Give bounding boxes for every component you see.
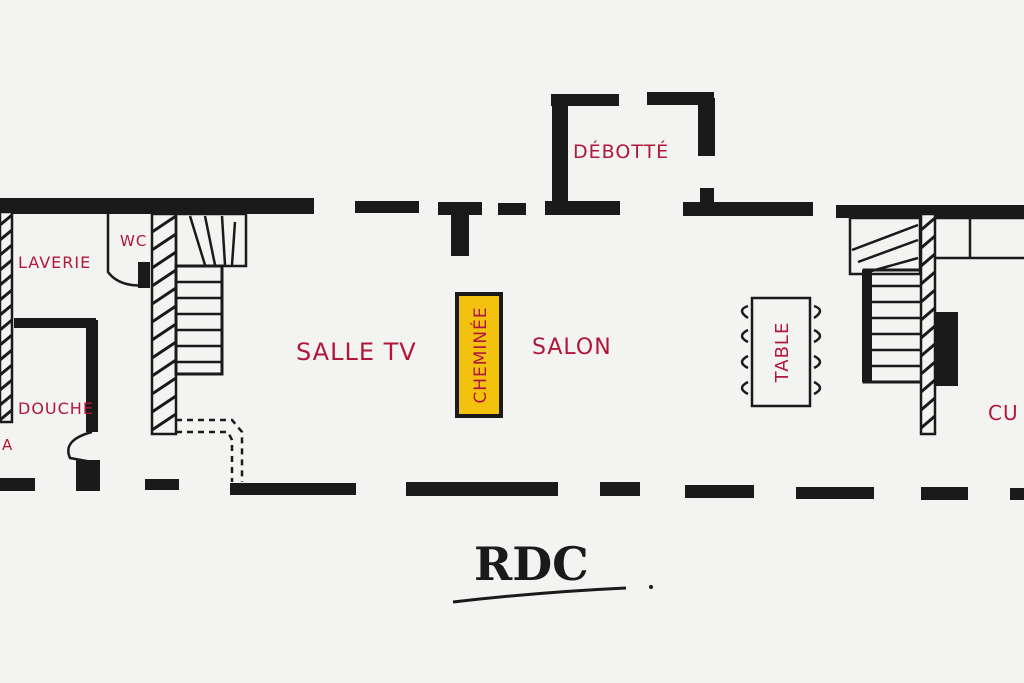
wc-wall: [138, 262, 150, 288]
right-staircase: [848, 212, 1024, 436]
dining-table: TABLE: [740, 296, 822, 408]
left-rooms-structure: [0, 210, 178, 464]
kitchen-block: [936, 312, 958, 386]
left-staircase: [174, 212, 248, 482]
room-label-douche: DOUCHE: [18, 399, 94, 418]
title-underline: [452, 586, 627, 604]
hatched-wall: [0, 210, 14, 424]
bottom-wall-segment: [685, 485, 754, 498]
bottom-walls: [0, 460, 1024, 500]
room-label-salle-tv: SALLE TV: [296, 338, 417, 366]
debotte-alcove: [551, 92, 715, 208]
bottom-wall-segment: [406, 482, 558, 496]
room-label-partial-left: A: [2, 436, 13, 454]
bottom-wall-segment: [921, 487, 968, 500]
bottom-wall-segment: [600, 482, 640, 496]
top-wall-segment: [683, 202, 813, 216]
alcove-top-wall: [647, 92, 714, 105]
top-wall-segment: [355, 201, 419, 213]
plan-title: RDC: [474, 537, 589, 591]
room-label-wc: WC: [120, 232, 147, 250]
table-label: TABLE: [772, 322, 793, 384]
room-label-partial-right: CU: [988, 401, 1019, 425]
room-label-salon: SALON: [532, 335, 612, 360]
douche-right-wall: [86, 320, 98, 432]
bottom-wall-segment: [0, 478, 35, 491]
wall-column: [451, 212, 469, 256]
alcove-left-wall: [552, 98, 568, 208]
bottom-wall-segment: [1010, 488, 1024, 500]
bottom-wall-segment: [145, 479, 179, 490]
bottom-wall-segment: [230, 483, 356, 495]
fireplace-box: [455, 292, 503, 418]
title-dot: [649, 585, 653, 589]
hatched-wall: [919, 212, 937, 436]
top-wall-left: [0, 198, 314, 214]
table-top: [750, 296, 812, 408]
alcove-right-wall: [698, 98, 715, 156]
room-label-laverie: LAVERIE: [18, 253, 91, 272]
stair-side-wall: [862, 270, 872, 382]
top-walls: [0, 198, 1024, 256]
bottom-wall-segment: [76, 460, 100, 491]
fireplace: CHEMINÉE: [455, 292, 503, 418]
bottom-wall-segment: [796, 487, 874, 499]
douche-top-wall: [14, 318, 96, 328]
fireplace-label: CHEMINÉE: [469, 306, 491, 403]
top-wall-right: [836, 205, 1024, 218]
room-label-debotte: DÉBOTTÉ: [573, 140, 669, 163]
top-wall-segment: [498, 203, 526, 215]
alcove-stub: [700, 188, 714, 206]
top-wall-segment: [438, 202, 482, 215]
